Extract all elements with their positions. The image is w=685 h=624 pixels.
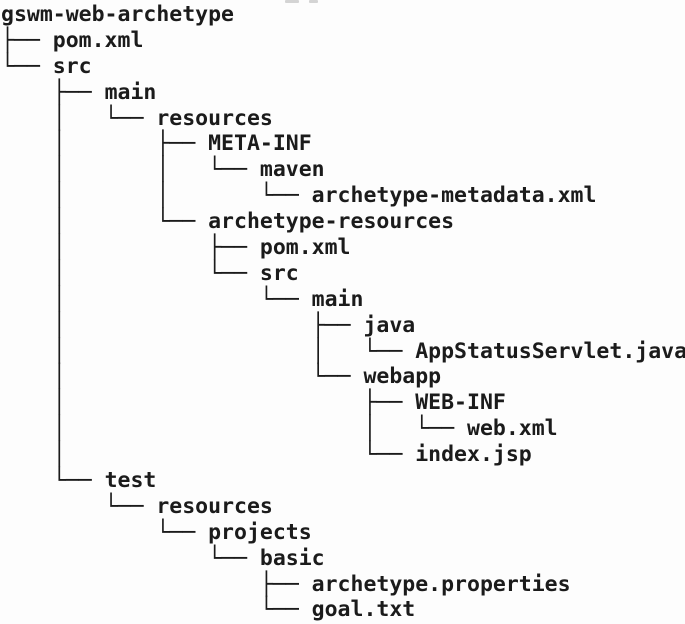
tree-branch-prefix: │ │ └── [1,156,260,183]
tree-branch-prefix: ├── [1,571,312,598]
top-edge-crop-artifact [309,0,318,3]
tree-rows-container: ├── pom.xml└── src ├── main │ └── resour… [1,27,685,623]
tree-row: │ └── archetype-resources [1,209,685,235]
tree-branch-prefix: │ ├── [1,130,209,157]
tree-node-label: AppStatusServlet.java [415,338,685,364]
tree-row: │ └── index.jsp [1,442,685,468]
tree-row: │ └── main [1,286,685,313]
tree-row: └── resources [1,493,685,520]
tree-node-label: META-INF [208,131,312,157]
tree-branch-prefix: │ └── [1,208,209,235]
tree-node-label: projects [208,519,312,545]
tree-node-label: src [52,53,92,79]
tree-node-label: webapp [363,364,442,390]
tree-branch-prefix: └── [1,545,260,572]
tree-row: └── src [1,53,685,80]
tree-row: └── goal.txt [1,597,685,623]
tree-branch-prefix: │ └── [1,363,364,391]
tree-branch-prefix: │ ├── [1,234,260,261]
tree-row: │ └── src [1,260,685,287]
top-edge-crop-artifact [285,0,299,3]
tree-root-label: gswm-web-archetype [1,2,234,27]
tree-node-label: index.jsp [415,442,532,468]
tree-branch-prefix: │ └── [1,286,312,313]
tree-row: ├── archetype.properties [1,571,685,598]
tree-branch-prefix: ├── [1,79,105,106]
tree-branch-prefix: │ ├── [1,389,416,416]
tree-row: │ ├── java [1,312,685,339]
tree-row: ├── main [1,79,685,106]
tree-row: │ ├── META-INF [1,131,685,157]
tree-branch-prefix: └── [1,467,105,494]
tree-node-label: resources [156,105,273,131]
tree-branch-prefix: └── [1,596,312,624]
tree-node-label: src [259,260,299,286]
tree-branch-prefix: │ └── [1,260,260,287]
tree-row: │ │ └── archetype-metadata.xml [1,183,685,209]
tree-node-label: WEB-INF [415,390,506,416]
tree-branch-prefix: └── [1,493,157,520]
tree-node-label: test [104,468,157,494]
tree-row: │ │ └── maven [1,157,685,183]
tree-node-label: pom.xml [52,27,144,53]
tree-row: └── basic [1,545,685,572]
tree-node-label: main [104,79,157,105]
tree-row: │ ├── pom.xml [1,234,685,261]
tree-node-label: maven [259,157,325,183]
tree-branch-prefix: │ └── [1,104,157,132]
tree-node-label: web.xml [467,416,558,442]
tree-node-label: archetype.properties [311,571,571,597]
tree-branch-prefix: │ │ └── [1,415,467,442]
tree-branch-prefix: │ ├── [1,312,364,339]
tree-row: │ ├── WEB-INF [1,390,685,416]
tree-node-label: basic [259,545,325,571]
tree-branch-prefix: ├── [1,27,53,54]
tree-node-label: archetype-resources [208,209,455,235]
tree-node-label: main [311,286,364,312]
tree-node-label: pom.xml [259,235,351,261]
tree-row: └── test [1,467,685,494]
tree-row: ├── pom.xml [1,27,685,54]
tree-node-label: resources [156,493,273,519]
tree-node-label: goal.txt [311,597,416,623]
tree-row: └── projects [1,519,685,546]
tree-branch-prefix: └── [1,519,209,546]
tree-node-label: archetype-metadata.xml [311,183,597,209]
tree-branch-prefix: │ │ └── [1,337,416,365]
tree-row: │ └── webapp [1,364,685,390]
tree-row: │ │ └── web.xml [1,416,685,442]
tree-node-label: java [363,312,416,338]
tree-branch-prefix: │ └── [1,441,416,468]
tree-row: │ └── resources [1,104,685,132]
tree-row: │ │ └── AppStatusServlet.java [1,337,685,365]
tree-branch-prefix: └── [1,53,53,80]
tree-branch-prefix: │ │ └── [1,182,312,209]
